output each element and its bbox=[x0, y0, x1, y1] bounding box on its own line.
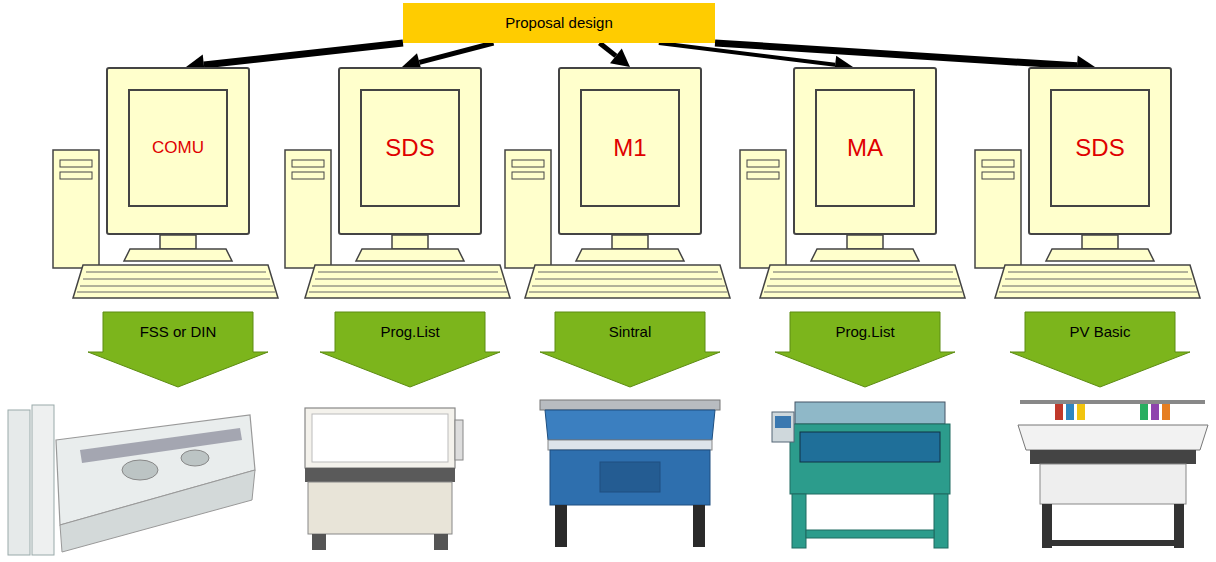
monitor-screen: MA bbox=[815, 89, 915, 207]
node-label: Proposal design bbox=[505, 14, 613, 31]
block-arrow-text: Prog.List bbox=[790, 312, 940, 352]
knitting-machine bbox=[540, 400, 720, 547]
node-label: Prog.List bbox=[835, 323, 894, 340]
computer-monitor: COMU bbox=[106, 67, 250, 235]
block-arrow-fill bbox=[1010, 312, 1190, 387]
block-arrow-fill bbox=[88, 312, 268, 387]
connector-line bbox=[715, 43, 1077, 66]
node-label: SDS bbox=[1075, 134, 1124, 162]
block-arrow-fill bbox=[775, 312, 955, 387]
block-arrow: PV Basic bbox=[1010, 312, 1190, 388]
block-arrow: Prog.List bbox=[320, 312, 500, 388]
node-label: COMU bbox=[152, 138, 204, 158]
connector-line bbox=[419, 43, 493, 62]
node-label: SDS bbox=[385, 134, 434, 162]
block-arrow: Sintral bbox=[540, 312, 720, 388]
computer-monitor: M1 bbox=[558, 67, 702, 235]
computer-monitor: SDS bbox=[338, 67, 482, 235]
node-label: PV Basic bbox=[1070, 323, 1131, 340]
block-arrow-fill bbox=[320, 312, 500, 387]
connector-line bbox=[204, 43, 403, 65]
block-arrow-text: PV Basic bbox=[1025, 312, 1175, 352]
node-label: Sintral bbox=[609, 323, 652, 340]
block-arrow: Prog.List bbox=[775, 312, 955, 388]
knitting-machine bbox=[772, 402, 950, 548]
node-label: FSS or DIN bbox=[140, 323, 217, 340]
computer-monitor: MA bbox=[793, 67, 937, 235]
monitor-screen: SDS bbox=[360, 89, 460, 207]
connector-line bbox=[600, 43, 616, 56]
monitor-screen: COMU bbox=[128, 89, 228, 207]
block-arrow-text: FSS or DIN bbox=[103, 312, 253, 352]
connector-arrow bbox=[600, 43, 630, 67]
knitting-machine bbox=[305, 408, 463, 550]
monitor-screen: SDS bbox=[1050, 89, 1150, 207]
block-arrow-text: Prog.List bbox=[335, 312, 485, 352]
node-label: MA bbox=[847, 134, 883, 162]
monitor-screen: M1 bbox=[580, 89, 680, 207]
block-arrow: FSS or DIN bbox=[88, 312, 268, 388]
block-arrow-fill bbox=[540, 312, 720, 387]
arrow-head bbox=[610, 48, 630, 67]
knitting-machine bbox=[1018, 400, 1208, 548]
knitting-machine bbox=[8, 405, 255, 555]
block-arrow-text: Sintral bbox=[555, 312, 705, 352]
computer-monitor: SDS bbox=[1028, 67, 1172, 235]
process-box: Proposal design bbox=[403, 3, 715, 43]
node-label: M1 bbox=[613, 134, 646, 162]
node-label: Prog.List bbox=[380, 323, 439, 340]
